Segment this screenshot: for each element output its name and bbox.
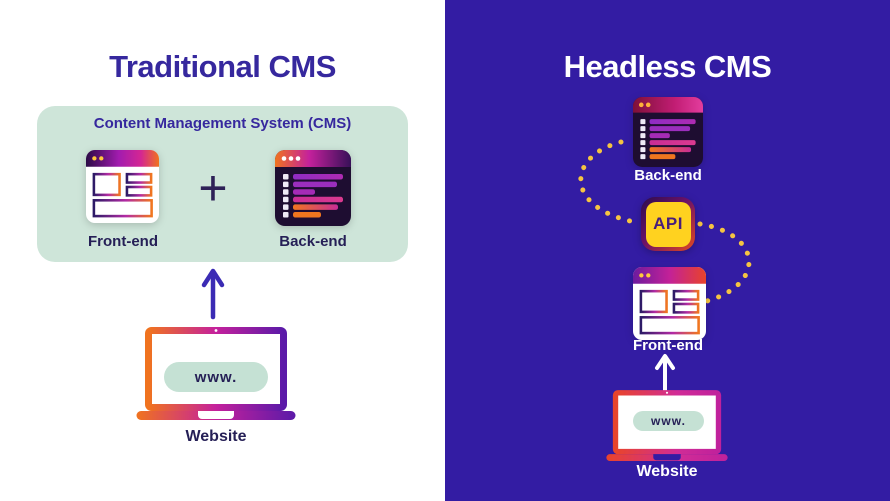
api-label: API (645, 201, 691, 247)
up-arrow-icon (655, 354, 675, 392)
dotted-curve-connector (578, 139, 752, 304)
frontend-label: Front-end (88, 233, 158, 250)
backend-label: Back-end (279, 233, 347, 250)
headless-cms-title: Headless CMS (563, 48, 772, 84)
frontend-browser-icon (86, 150, 159, 223)
api-badge-icon: API (641, 197, 695, 251)
up-arrow-icon (201, 268, 225, 320)
website-label: Website (185, 428, 247, 445)
backend-code-icon (633, 97, 703, 167)
cms-box-title: Content Management System (CMS) (93, 115, 352, 132)
backend-label: Back-end (634, 167, 702, 184)
url-text: www. (651, 414, 686, 428)
backend-code-icon (275, 150, 351, 226)
url-pill: www. (164, 362, 268, 392)
plus-sign: + (198, 160, 228, 216)
headless-cms-panel: Headless CMS (445, 0, 890, 501)
frontend-label: Front-end (633, 337, 703, 354)
frontend-browser-icon (633, 267, 706, 340)
website-label: Website (636, 463, 698, 480)
traditional-cms-panel: Traditional CMS Content Management Syste… (37, 48, 408, 445)
url-text: www. (194, 368, 238, 386)
url-pill: www. (633, 411, 704, 431)
traditional-cms-title: Traditional CMS (109, 48, 336, 84)
